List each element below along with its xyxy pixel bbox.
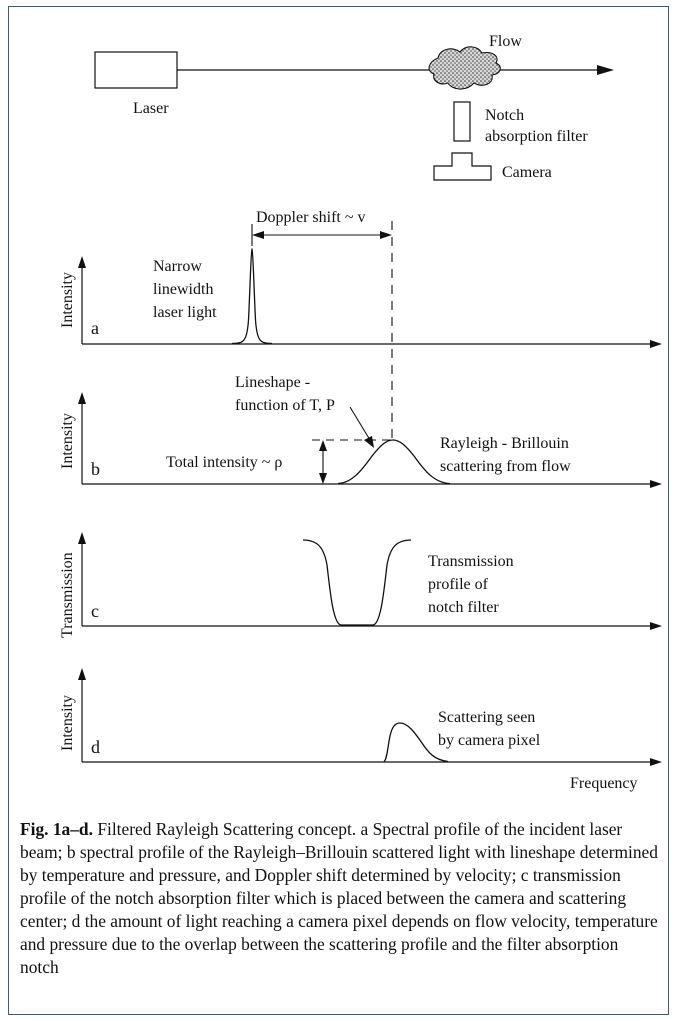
panel-a-y-label: Intensity — [59, 272, 76, 328]
panel-a-y-arrow — [78, 256, 86, 268]
setup-schematic: Laser Flow Notch absorption filter Camer… — [94, 33, 614, 181]
panel-c-notch-profile — [302, 539, 412, 626]
laser-label: Laser — [133, 100, 169, 117]
panel-a: Intensity a Narrow linewidth laser light… — [59, 209, 662, 348]
caption-text: Filtered Rayleigh Scattering concept. a … — [20, 819, 658, 977]
total-intensity-arrow-down — [319, 473, 327, 484]
flow-cloud — [428, 46, 501, 90]
panel-d-y-arrow — [78, 668, 86, 680]
doppler-shift-label: Doppler shift ~ v — [256, 209, 366, 226]
panel-c-y-arrow — [78, 532, 86, 544]
panel-c-y-label: Transmission — [59, 552, 76, 638]
figure-label: Fig. 1a–d. — [20, 819, 93, 839]
panel-b-rb-lineshape — [337, 439, 451, 485]
doppler-arrow-left — [252, 231, 264, 239]
figure-frame — [8, 6, 669, 1015]
doppler-arrow-right — [380, 231, 392, 239]
flow-label: Flow — [489, 33, 522, 50]
panel-d-x-arrow — [650, 758, 662, 766]
frs-concept-diagram: Laser Flow Notch absorption filter Camer… — [59, 33, 662, 792]
panel-d-letter: d — [91, 737, 100, 757]
lineshape-label-2: function of T, P — [235, 397, 335, 414]
panel-d-scattering-profile — [383, 722, 449, 763]
panel-d: Intensity d Scattering seen by camera pi… — [59, 668, 662, 792]
panel-c: Transmission c Transmission profile of n… — [59, 532, 662, 638]
lineshape-pointer-head — [364, 436, 374, 448]
panel-a-text-1: Narrow — [153, 258, 202, 275]
camera-shape — [433, 152, 492, 181]
frequency-axis-label: Frequency — [570, 775, 638, 792]
notch-filter-label-2: absorption filter — [485, 128, 588, 145]
total-intensity-label: Total intensity ~ ρ — [166, 454, 282, 471]
notch-filter-box — [453, 101, 471, 142]
panel-b-y-arrow — [78, 392, 86, 404]
panel-c-text-3: notch filter — [428, 599, 499, 616]
beam-arrowhead — [597, 65, 614, 75]
rb-label-2: scattering from flow — [440, 458, 571, 475]
panel-a-text-2: linewidth — [153, 281, 213, 298]
panel-c-text-1: Transmission — [428, 553, 514, 570]
lineshape-label-1: Lineshape - — [235, 374, 310, 391]
panel-a-letter: a — [91, 318, 99, 338]
panel-b-y-label: Intensity — [59, 413, 76, 469]
panel-b: Intensity b Lineshape - function of T, P… — [59, 374, 662, 488]
panel-c-letter: c — [91, 601, 99, 621]
notch-filter-label-1: Notch — [485, 107, 524, 124]
figure-caption: Fig. 1a–d. Filtered Rayleigh Scattering … — [20, 818, 660, 979]
lineshape-pointer-line — [349, 406, 371, 441]
laser-box — [94, 51, 178, 89]
panel-a-x-arrow — [650, 340, 662, 348]
panel-d-text-1: Scattering seen — [438, 709, 535, 726]
rb-label-1: Rayleigh - Brillouin — [440, 435, 569, 452]
total-intensity-arrow-up — [319, 440, 327, 451]
panel-c-x-arrow — [650, 622, 662, 630]
panel-d-y-label: Intensity — [59, 695, 76, 751]
panel-b-x-arrow — [650, 480, 662, 488]
panel-a-text-3: laser light — [153, 304, 217, 321]
panel-a-laser-line — [231, 248, 273, 345]
panel-c-text-2: profile of — [428, 576, 489, 593]
panel-d-text-2: by camera pixel — [438, 732, 541, 749]
panel-b-letter: b — [91, 459, 100, 479]
camera-label: Camera — [502, 164, 552, 181]
